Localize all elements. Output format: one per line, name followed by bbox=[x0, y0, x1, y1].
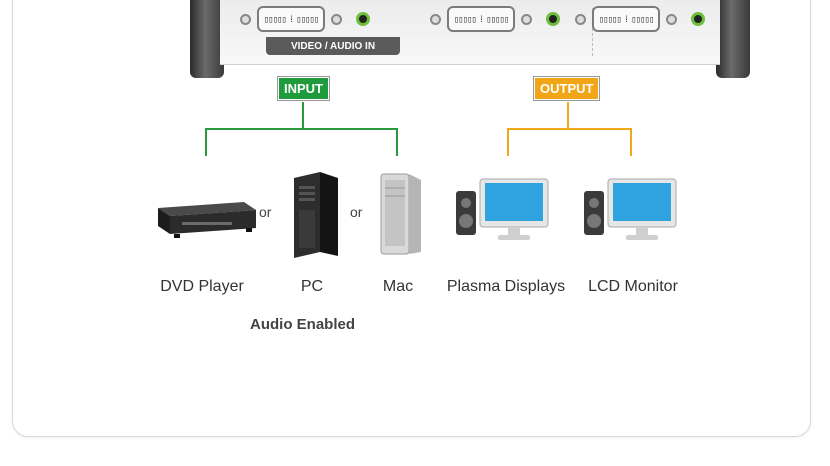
screw-icon bbox=[575, 13, 586, 25]
output-connector-stem bbox=[567, 102, 569, 129]
output-port-group-2: ▯▯▯▯▯ ⁞ ▯▯▯▯▯ bbox=[575, 6, 705, 32]
output-label-plasma-displays: Plasma Displays bbox=[446, 278, 566, 295]
output-connector-drop-plasma bbox=[507, 128, 509, 156]
audio-jack-icon bbox=[546, 12, 560, 26]
left-mount-ear bbox=[190, 0, 224, 78]
lcd-monitor-icon bbox=[584, 178, 677, 240]
screw-icon bbox=[521, 13, 532, 25]
audio-enabled-note: Audio Enabled bbox=[250, 316, 355, 333]
output-connector-bar bbox=[507, 128, 632, 130]
screw-icon bbox=[430, 13, 441, 25]
mac-tower-icon bbox=[380, 173, 421, 255]
pc-tower-icon bbox=[294, 172, 338, 258]
output-connector-drop-lcd bbox=[630, 128, 632, 156]
screw-icon bbox=[240, 13, 251, 25]
input-tag: INPUT bbox=[278, 77, 329, 100]
input-connector-stem bbox=[302, 102, 304, 129]
input-label-pc: PC bbox=[300, 278, 324, 295]
switch-device: ▯▯▯▯▯ ⁞ ▯▯▯▯▯ ▯▯▯▯▯ ⁞ ▯▯▯▯▯ ▯▯▯▯▯ ⁞ ▯▯▯▯… bbox=[190, 0, 750, 80]
panel-divider bbox=[592, 8, 593, 56]
video-audio-in-label: VIDEO / AUDIO IN bbox=[266, 37, 400, 55]
input-connector-drop-mac bbox=[396, 128, 398, 156]
rear-panel: ▯▯▯▯▯ ⁞ ▯▯▯▯▯ ▯▯▯▯▯ ⁞ ▯▯▯▯▯ ▯▯▯▯▯ ⁞ ▯▯▯▯… bbox=[220, 0, 720, 65]
output-label-lcd-monitor: LCD Monitor bbox=[588, 278, 678, 295]
screw-icon bbox=[331, 13, 342, 25]
right-mount-ear bbox=[716, 0, 750, 78]
or-separator: or bbox=[350, 204, 363, 220]
input-connector-bar bbox=[205, 128, 398, 130]
dvd-player-icon bbox=[158, 202, 256, 238]
input-label-mac: Mac bbox=[382, 278, 414, 295]
input-connector-drop-dvd bbox=[205, 128, 207, 156]
audio-jack-icon bbox=[356, 12, 370, 26]
dvi-port-icon: ▯▯▯▯▯ ⁞ ▯▯▯▯▯ bbox=[447, 6, 515, 32]
or-separator: or bbox=[259, 204, 272, 220]
output-port-group-1: ▯▯▯▯▯ ⁞ ▯▯▯▯▯ bbox=[430, 6, 560, 32]
input-label-dvd-player: DVD Player bbox=[160, 278, 244, 295]
screw-icon bbox=[666, 13, 677, 25]
dvi-port-icon: ▯▯▯▯▯ ⁞ ▯▯▯▯▯ bbox=[592, 6, 660, 32]
audio-jack-icon bbox=[691, 12, 705, 26]
plasma-display-icon bbox=[456, 178, 549, 240]
input-port-group: ▯▯▯▯▯ ⁞ ▯▯▯▯▯ bbox=[240, 6, 370, 32]
dvi-port-icon: ▯▯▯▯▯ ⁞ ▯▯▯▯▯ bbox=[257, 6, 325, 32]
output-tag: OUTPUT bbox=[534, 77, 600, 100]
